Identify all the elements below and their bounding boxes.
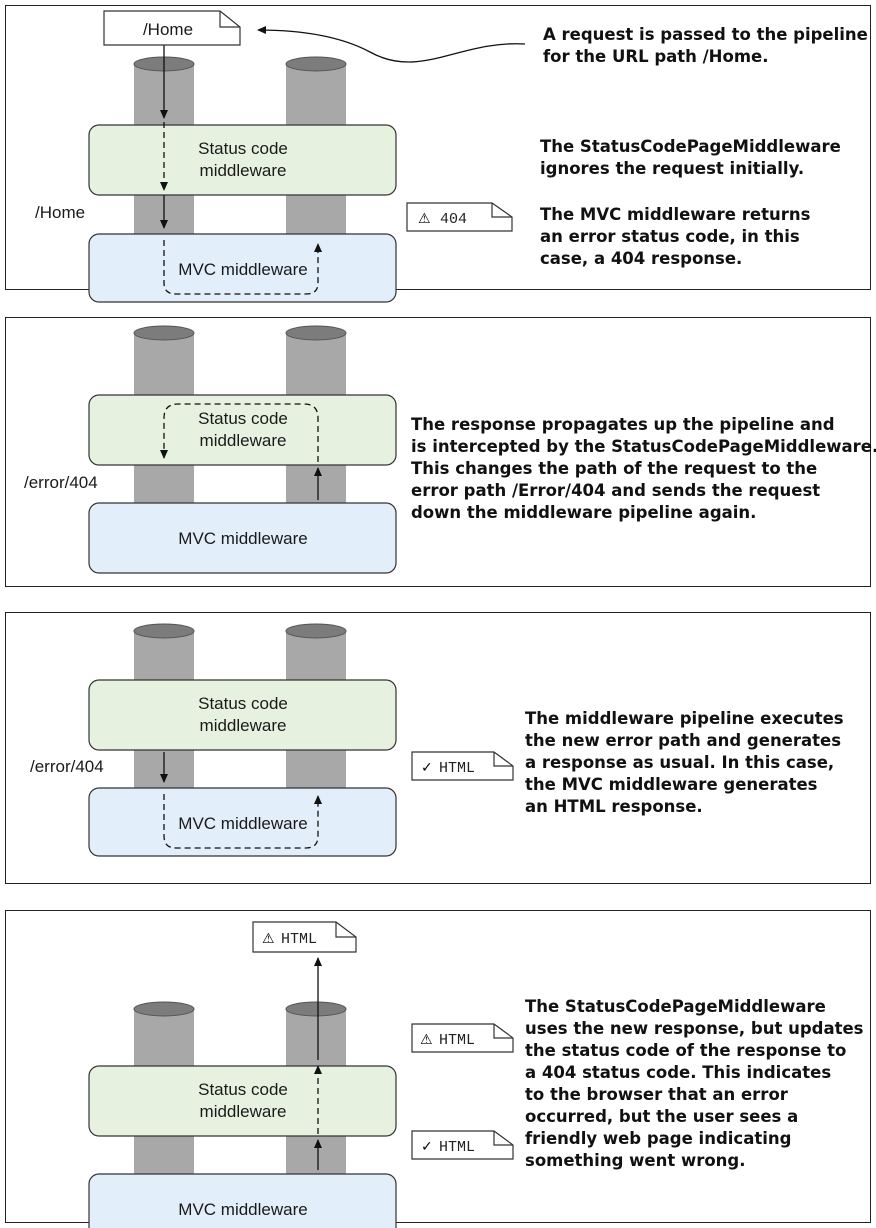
panel-4 xyxy=(5,910,871,1223)
upper-html-label: HTML xyxy=(439,1032,475,1049)
home-request-doc xyxy=(103,10,241,46)
lower-html-doc xyxy=(411,1130,514,1160)
status-mw-label-2: middleware xyxy=(200,1102,287,1121)
panel-3 xyxy=(5,612,871,884)
mvc-mw-label: MVC middleware xyxy=(178,260,307,279)
panel2-side-path: /error/404 xyxy=(24,473,98,492)
mvc-middleware-box xyxy=(88,1173,397,1228)
upper-html-doc xyxy=(411,1023,514,1053)
panel3-desc: The middleware pipeline executes the new… xyxy=(525,709,844,816)
status-mw-label-1: Status code xyxy=(198,1080,288,1099)
panel-1 xyxy=(5,5,871,290)
panel1-desc-1: A request is passed to the pipeline for … xyxy=(543,25,868,66)
panel2-desc: The response propagates up the pipeline … xyxy=(411,415,876,522)
panel4-desc: The StatusCodePageMiddleware uses the ne… xyxy=(525,997,864,1170)
checkmark-icon: ✓ xyxy=(421,760,433,776)
lower-html-label: HTML xyxy=(439,1139,475,1156)
panel1-desc-3: The MVC middleware returns an error stat… xyxy=(540,205,811,268)
home-doc-label: /Home xyxy=(143,20,193,39)
mvc-middleware-box xyxy=(88,787,397,857)
status-code-middleware-box xyxy=(88,679,397,751)
panel1-side-path: /Home xyxy=(35,203,85,222)
panel-2 xyxy=(5,317,871,587)
response-404-label: 404 xyxy=(440,211,467,228)
status-code-middleware-box xyxy=(88,394,397,466)
mvc-mw-label: MVC middleware xyxy=(178,1200,307,1219)
status-mw-label-2: middleware xyxy=(200,431,287,450)
response-404-doc xyxy=(406,202,513,232)
top-html-doc xyxy=(252,921,357,953)
status-code-middleware-box xyxy=(88,124,397,196)
status-mw-label-1: Status code xyxy=(198,409,288,428)
checkmark-icon: ✓ xyxy=(421,1139,433,1155)
status-mw-label-2: middleware xyxy=(200,716,287,735)
panel1-desc-2: The StatusCodePageMiddleware ignores the… xyxy=(540,137,841,178)
status-mw-label-1: Status code xyxy=(198,139,288,158)
status-code-middleware-box xyxy=(88,1065,397,1137)
warning-triangle-icon: ⚠ xyxy=(420,1032,433,1048)
html-response-label: HTML xyxy=(439,760,475,777)
warning-triangle-icon: ⚠ xyxy=(418,211,431,227)
top-html-label: HTML xyxy=(281,931,317,948)
mvc-mw-label: MVC middleware xyxy=(178,814,307,833)
status-mw-label-1: Status code xyxy=(198,694,288,713)
mvc-mw-label: MVC middleware xyxy=(178,529,307,548)
mvc-middleware-box xyxy=(88,502,397,574)
panel3-side-path: /error/404 xyxy=(30,757,104,776)
status-mw-label-2: middleware xyxy=(200,161,287,180)
warning-triangle-icon: ⚠ xyxy=(262,931,275,947)
html-response-doc xyxy=(411,751,514,781)
